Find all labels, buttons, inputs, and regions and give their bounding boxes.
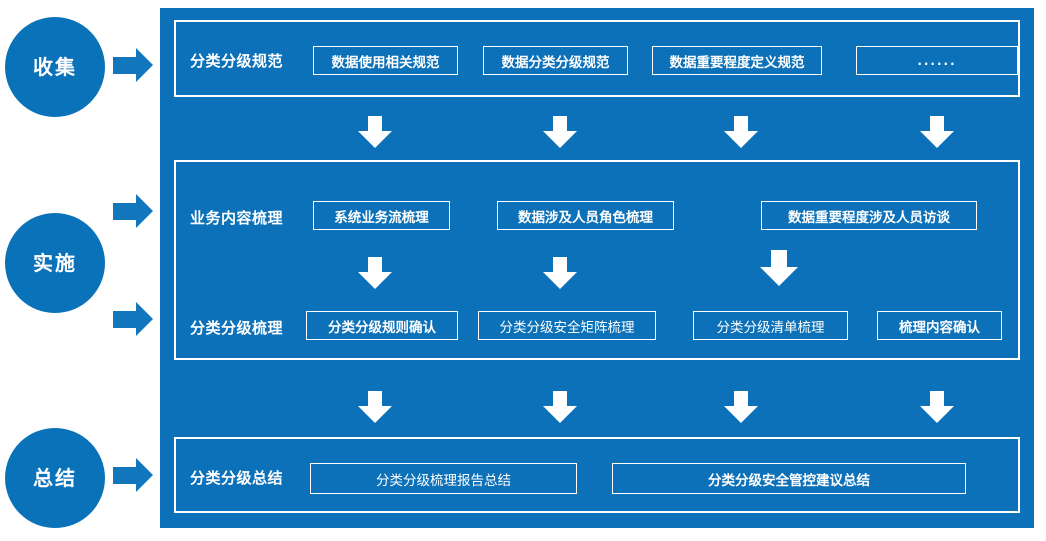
section-spec — [174, 20, 1020, 97]
stage-circle-summary-label: 总结 — [33, 466, 77, 490]
down-arrow-classify-to-conclusion-1-icon — [543, 391, 577, 423]
item-spec-3[interactable]: ...... — [856, 46, 1018, 75]
arrow-right-summary-icon — [113, 458, 153, 492]
stage-circle-collect[interactable]: 收集 — [5, 17, 105, 117]
stage-circle-collect-label: 收集 — [33, 55, 77, 79]
stage-circle-implement[interactable]: 实施 — [5, 213, 105, 313]
down-arrow-spec-to-business-1-icon — [543, 116, 577, 148]
stage-circle-summary[interactable]: 总结 — [5, 428, 105, 528]
down-arrow-spec-to-business-3-icon — [920, 116, 954, 148]
down-arrow-classify-to-conclusion-2-icon — [724, 391, 758, 423]
item-classify-1[interactable]: 分类分级安全矩阵梳理 — [478, 311, 656, 340]
down-arrow-spec-to-business-0-icon — [358, 116, 392, 148]
item-spec-1[interactable]: 数据分类分级规范 — [483, 46, 628, 75]
down-arrow-business-to-classify-0-icon — [358, 257, 392, 289]
arrow-right-implement-lower-icon — [113, 302, 153, 336]
item-business-0[interactable]: 系统业务流梳理 — [313, 201, 450, 230]
item-classify-2[interactable]: 分类分级清单梳理 — [693, 311, 848, 340]
item-classify-0[interactable]: 分类分级规则确认 — [306, 311, 458, 340]
item-business-1[interactable]: 数据涉及人员角色梳理 — [497, 201, 674, 230]
stage-circle-implement-label: 实施 — [33, 251, 77, 275]
row-label-business: 业务内容梳理 — [190, 209, 284, 227]
item-spec-0[interactable]: 数据使用相关规范 — [313, 46, 458, 75]
down-arrow-business-to-classify-1-icon — [543, 257, 577, 289]
item-conclusion-1[interactable]: 分类分级安全管控建议总结 — [612, 463, 966, 494]
row-label-spec: 分类分级规范 — [190, 52, 284, 70]
item-spec-2[interactable]: 数据重要程度定义规范 — [652, 46, 822, 75]
arrow-right-collect-icon — [113, 48, 153, 82]
row-label-conclusion: 分类分级总结 — [190, 469, 284, 487]
section-conclusion — [174, 437, 1020, 513]
item-conclusion-0[interactable]: 分类分级梳理报告总结 — [310, 463, 577, 494]
main-panel: 分类分级规范 数据使用相关规范 数据分类分级规范 数据重要程度定义规范 ....… — [160, 8, 1034, 528]
row-label-classify: 分类分级梳理 — [190, 319, 284, 337]
down-arrow-spec-to-business-2-icon — [724, 116, 758, 148]
item-classify-3[interactable]: 梳理内容确认 — [877, 311, 1002, 340]
arrow-right-implement-upper-icon — [113, 194, 153, 228]
down-arrow-business-to-classify-2-icon — [760, 250, 798, 286]
down-arrow-classify-to-conclusion-3-icon — [920, 391, 954, 423]
section-implementation — [174, 160, 1020, 360]
down-arrow-classify-to-conclusion-0-icon — [358, 391, 392, 423]
item-business-2[interactable]: 数据重要程度涉及人员访谈 — [761, 201, 977, 230]
